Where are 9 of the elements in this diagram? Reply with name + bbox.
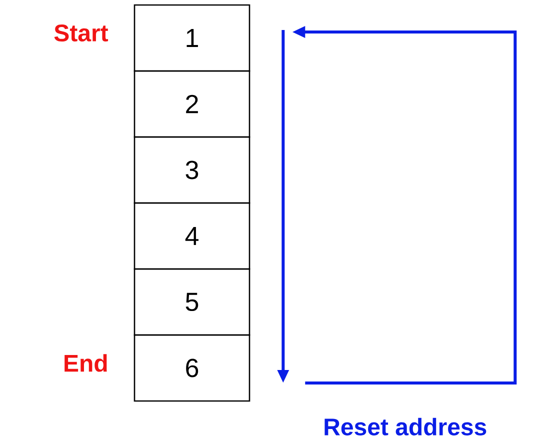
memory-cell: 4 [134,202,250,270]
memory-cell: 2 [134,70,250,138]
memory-cell: 1 [134,4,250,72]
side-label: End [64,354,107,372]
side-label: Start [54,24,108,42]
memory-cell: 3 [134,136,250,204]
edge-label: Reset address [324,418,486,436]
memory-cell: 6 [134,334,250,402]
memory-cell: 5 [134,268,250,336]
